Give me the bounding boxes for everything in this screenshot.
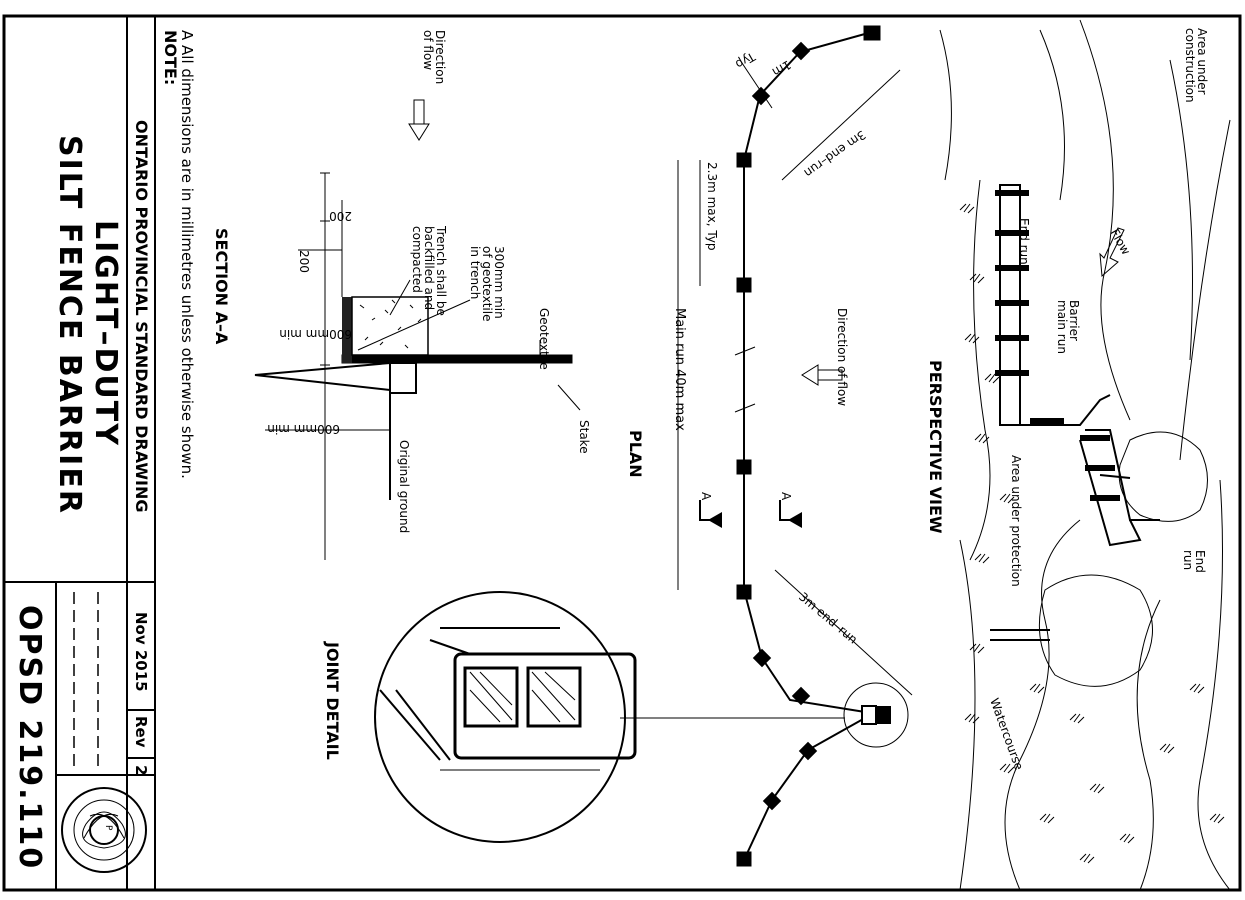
fence-line	[743, 31, 873, 713]
note: NOTE: A All dimensions are in millimetre…	[161, 30, 196, 479]
terrain-lines	[939, 19, 1231, 891]
section-flow-label-1: Direction	[433, 30, 447, 84]
fence-posts	[736, 25, 881, 867]
fence-break	[734, 403, 756, 413]
joint-detail-title: JOINT DETAIL	[323, 641, 342, 760]
dim-spacing: 2.3m max, Typ	[705, 162, 719, 251]
barrier-main-run-2: main run	[1055, 300, 1069, 354]
trench-backfill	[342, 297, 352, 363]
leader	[557, 384, 581, 411]
dim-line	[781, 69, 901, 181]
trench-fill-area	[351, 296, 429, 356]
joint-callout-circle	[843, 682, 909, 748]
joint-detail-art	[379, 627, 637, 771]
joint-detail: JOINT DETAIL	[323, 591, 637, 843]
end-run-top: 3m end–run	[801, 128, 868, 181]
section-mark-letter: A	[699, 492, 713, 501]
area-construction-1: Area under	[1195, 28, 1209, 95]
plan-title: PLAN	[626, 430, 645, 478]
post	[736, 459, 752, 475]
dim-200-side: 200	[297, 250, 311, 273]
joint-post	[861, 705, 877, 725]
post	[762, 791, 782, 811]
post	[736, 584, 752, 600]
dim-line	[739, 59, 773, 109]
dim-typ: Typ	[733, 49, 758, 72]
perspective-fence	[995, 184, 1160, 547]
joint-detail-circle	[374, 591, 626, 843]
plan-flow-arrow	[801, 364, 843, 386]
fence-line-2	[743, 717, 866, 861]
svg-text:P: P	[103, 825, 113, 831]
label-trench-2: backfilled and	[422, 226, 436, 310]
note-heading: NOTE:	[161, 30, 180, 85]
perspective-flow-arrow	[1099, 227, 1125, 278]
area-protection: Area under protection	[1009, 455, 1023, 587]
leader	[357, 299, 471, 351]
tree-upper	[1099, 431, 1208, 522]
post	[736, 851, 752, 867]
note-text: A All dimensions are in millimetres unle…	[178, 30, 196, 479]
sheet-border	[2, 14, 1242, 892]
label-stake: Stake	[577, 420, 591, 454]
post	[791, 686, 811, 706]
title-block: LIGHT–DUTY SILT FENCE BARRIER ONTARIO PR…	[4, 16, 156, 890]
post	[752, 648, 772, 668]
perspective-view: PERSPECTIVE VIEW Area under construction…	[926, 19, 1231, 891]
plan-view: PLAN 1m Typ 3m end–run	[620, 25, 913, 867]
dim-main-run: Main run 40m max	[672, 308, 687, 431]
drawing-number: OPSD 219.110	[12, 605, 47, 870]
label-300mm-2: of geotextile	[480, 246, 494, 321]
label-trench-1: Trench shall be	[434, 225, 448, 316]
section-aa-title: SECTION A–A	[212, 228, 231, 345]
dim-600-top: 600mm min	[279, 327, 352, 341]
joint-post	[877, 706, 891, 724]
post	[736, 277, 752, 293]
dim-200-top: 200	[329, 209, 352, 223]
section-mark-a-left: A	[699, 492, 722, 528]
dim-600-bottom: 600mm min	[267, 422, 340, 436]
title-line-1: LIGHT–DUTY	[88, 220, 123, 447]
leader	[389, 279, 411, 316]
section-aa: SECTION A–A Direction of flow	[212, 30, 591, 560]
label-300mm-3: in trench	[468, 246, 482, 299]
barrier-main-run-1: Barrier	[1067, 300, 1081, 341]
post	[863, 25, 881, 41]
label-geotextile: Geotextile	[537, 308, 551, 370]
standard-label: ONTARIO PROVINCIAL STANDARD DRAWING	[132, 120, 151, 512]
plan-flow-label: Direction of flow	[835, 308, 849, 406]
area-construction-2: construction	[1183, 28, 1197, 103]
end-run-2-1: End	[1193, 550, 1207, 573]
post	[751, 86, 771, 106]
title-line-2: SILT FENCE BARRIER	[52, 135, 87, 515]
date-label: Nov 2015	[132, 612, 150, 692]
trench-speckle	[359, 299, 422, 349]
dim-line	[774, 569, 913, 696]
rev-label: Rev	[132, 716, 150, 748]
post	[798, 741, 818, 761]
tree-lower	[990, 574, 1153, 687]
label-trench-3: compacted	[410, 226, 424, 293]
label-300mm-1: 300mm min	[492, 246, 506, 319]
end-run-2-2: run	[1181, 550, 1195, 570]
post	[736, 152, 752, 168]
section-mark-letter: A	[779, 492, 793, 501]
section-flow-arrow	[408, 99, 430, 141]
section-flow-label-2: of flow	[421, 30, 435, 70]
label-original-ground: Original ground	[397, 440, 411, 533]
stake	[254, 361, 417, 394]
fence-break	[734, 346, 756, 356]
rev-value: 2	[132, 765, 150, 775]
grass-tufts	[959, 203, 1225, 864]
opss-seal-logo: P	[61, 787, 147, 873]
perspective-title: PERSPECTIVE VIEW	[926, 360, 945, 534]
post	[791, 41, 811, 61]
section-mark-a-right: A	[779, 492, 802, 528]
dim-1m: 1m	[770, 57, 794, 79]
